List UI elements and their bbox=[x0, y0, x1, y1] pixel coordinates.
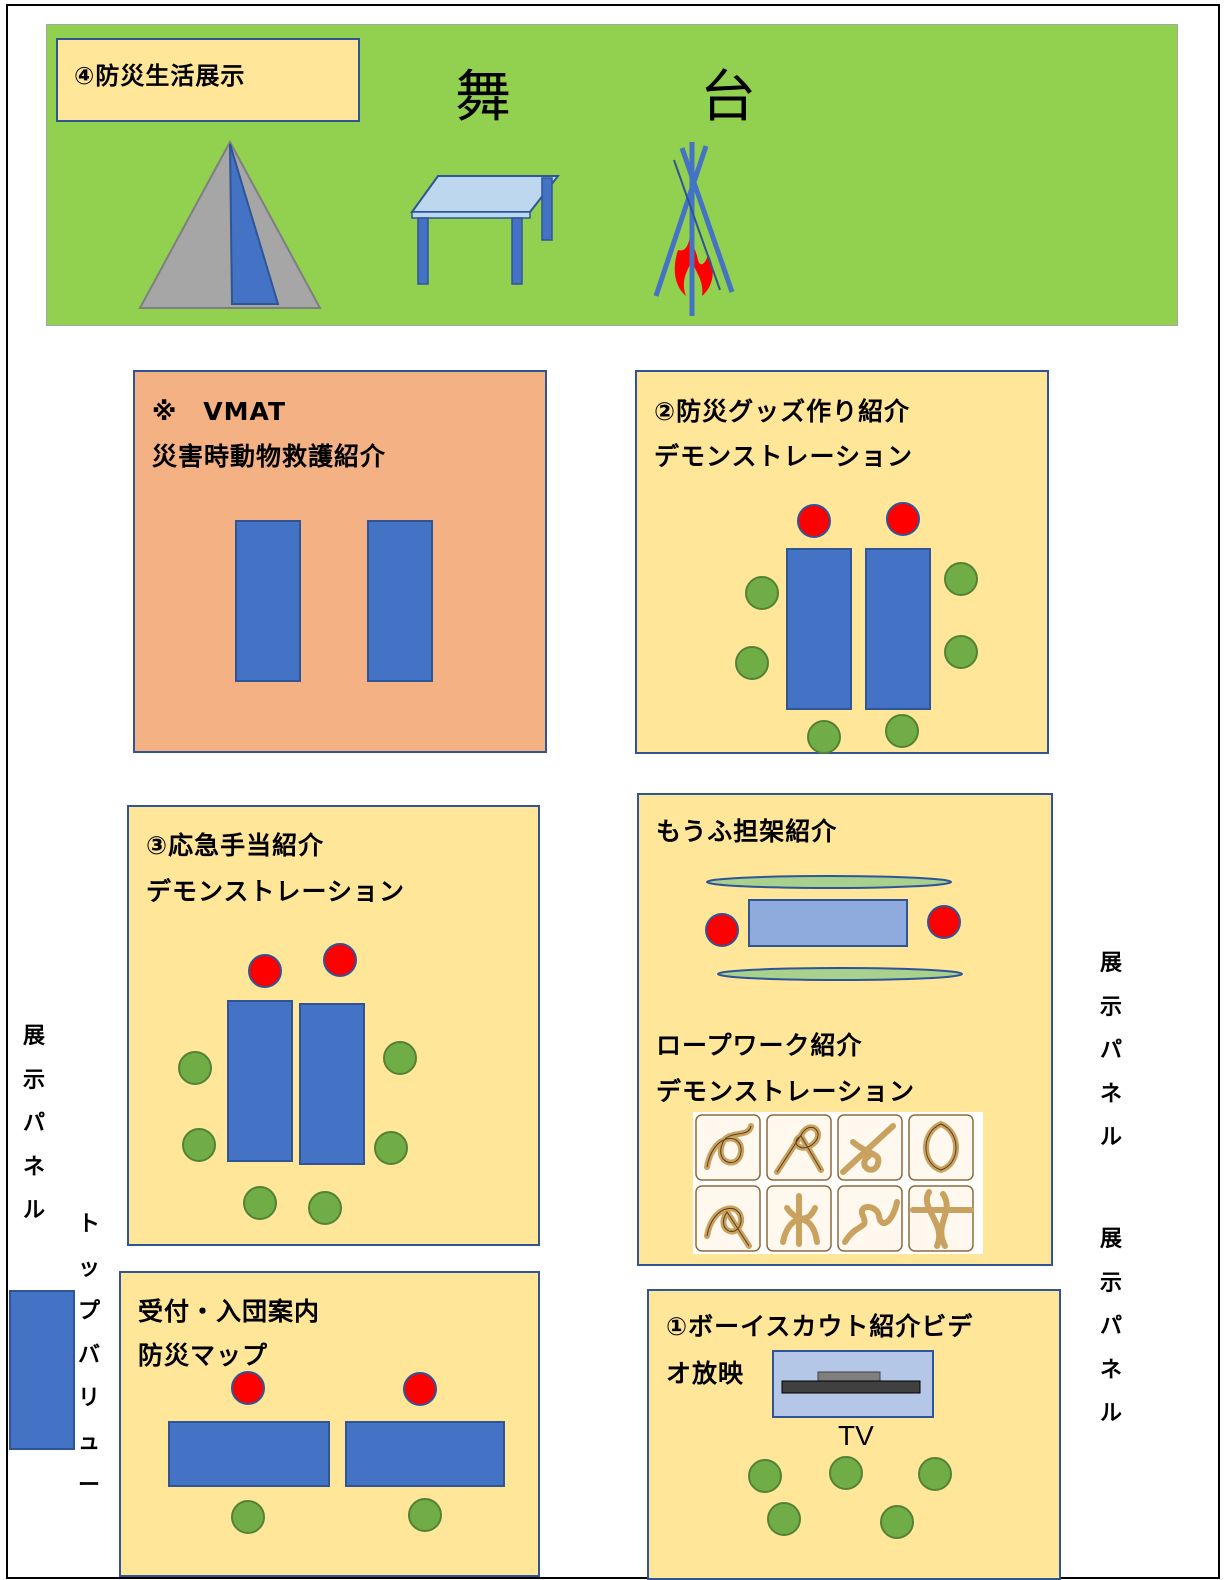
seat-visitor bbox=[231, 1500, 265, 1534]
zone-first-aid-subtitle: デモンストレーション bbox=[146, 877, 406, 906]
stage-label: ④防災生活展示 bbox=[74, 62, 246, 90]
zone-rope-title: ロープワーク紹介 bbox=[656, 1031, 863, 1060]
stage-label-box bbox=[56, 38, 360, 122]
blanket-stretcher-icon bbox=[705, 875, 963, 981]
seat-visitor bbox=[408, 1498, 442, 1532]
seat-visitor bbox=[243, 1186, 277, 1220]
seat-visitor bbox=[383, 1041, 417, 1075]
seat-staff bbox=[323, 943, 357, 977]
rope-knots-image bbox=[693, 1112, 983, 1254]
table-icon bbox=[410, 175, 561, 285]
table bbox=[367, 520, 433, 682]
left-panel-label: 展 示 パ ネ ル bbox=[22, 1024, 45, 1223]
seat-staff bbox=[403, 1372, 437, 1406]
seat-visitor bbox=[748, 1459, 782, 1493]
zone-video-title: ①ボーイスカウト紹介ビデ bbox=[666, 1312, 974, 1341]
seat-visitor bbox=[182, 1128, 216, 1162]
page-frame bbox=[6, 4, 1220, 1579]
zone-reception-title: 受付・入団案内 bbox=[138, 1297, 321, 1326]
seat-visitor bbox=[885, 714, 919, 748]
zone-reception-subtitle: 防災マップ bbox=[138, 1341, 269, 1370]
table bbox=[345, 1421, 505, 1487]
tv-label: TV bbox=[838, 1420, 874, 1451]
seat-visitor bbox=[767, 1502, 801, 1536]
seat-visitor bbox=[944, 635, 978, 669]
top-value-pillar bbox=[9, 1290, 75, 1450]
zone-goods-subtitle: デモンストレーション bbox=[654, 442, 914, 471]
campfire-icon bbox=[653, 142, 735, 316]
table bbox=[235, 520, 301, 682]
seat-staff bbox=[231, 1371, 265, 1405]
right-panel-label-1: 展 示 パ ネ ル bbox=[1099, 951, 1122, 1150]
seat-visitor bbox=[944, 562, 978, 596]
zone-goods-title: ②防災グッズ作り紹介 bbox=[654, 397, 911, 426]
seat-staff bbox=[886, 502, 920, 536]
seat-visitor bbox=[374, 1131, 408, 1165]
stage-title-left: 舞 bbox=[455, 65, 511, 130]
seat-visitor bbox=[880, 1505, 914, 1539]
table bbox=[168, 1421, 330, 1487]
seat-staff bbox=[797, 504, 831, 538]
seat-visitor bbox=[308, 1191, 342, 1225]
zone-rope-subtitle: デモンストレーション bbox=[656, 1077, 916, 1106]
seat-staff bbox=[248, 954, 282, 988]
zone-first-aid-title: ③応急手当紹介 bbox=[146, 831, 325, 860]
tent-icon bbox=[138, 140, 322, 309]
zone-video bbox=[647, 1289, 1061, 1580]
table bbox=[786, 548, 852, 710]
stage-title-right: 台 bbox=[700, 65, 756, 130]
table bbox=[865, 548, 931, 710]
seat-visitor bbox=[829, 1456, 863, 1490]
right-panel-label-2: 展 示 パ ネ ル bbox=[1099, 1227, 1122, 1426]
seat-visitor bbox=[807, 720, 841, 754]
seat-visitor bbox=[745, 576, 779, 610]
seat-visitor bbox=[735, 646, 769, 680]
zone-vmat bbox=[133, 370, 547, 753]
zone-stretcher-title: もうふ担架紹介 bbox=[656, 817, 838, 846]
seat-visitor bbox=[918, 1457, 952, 1491]
tv-icon bbox=[772, 1350, 934, 1418]
top-value-label: ト ッ プ バ リ ュ ー bbox=[77, 1212, 100, 1498]
table bbox=[299, 1003, 365, 1165]
table bbox=[227, 1000, 293, 1162]
zone-vmat-title: ※ VMAT bbox=[152, 397, 286, 426]
zone-vmat-subtitle: 災害時動物救護紹介 bbox=[152, 442, 387, 471]
zone-video-subtitle: オ放映 bbox=[666, 1359, 745, 1388]
seat-visitor bbox=[178, 1051, 212, 1085]
